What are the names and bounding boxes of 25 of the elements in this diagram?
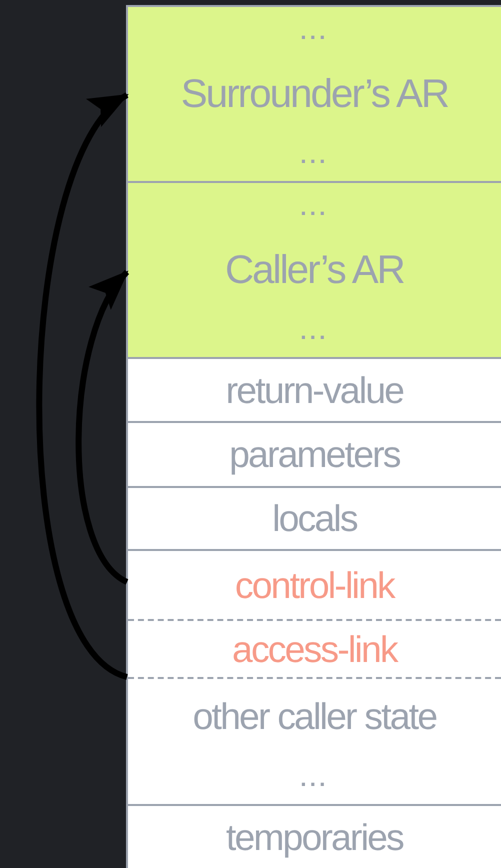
slot-label: other caller state: [192, 698, 436, 734]
ellipsis-text: ...: [300, 325, 329, 340]
stack-slot-box: [128, 488, 501, 551]
ellipsis-text: ...: [300, 149, 329, 164]
slot-label: locals: [272, 500, 357, 537]
slot-label: parameters: [229, 436, 400, 473]
slot-label: Caller’s AR: [225, 250, 404, 290]
link-label: access-link: [232, 630, 397, 668]
activation-record-box: [128, 7, 501, 183]
stack-slot-box: [128, 551, 501, 621]
slot-label: return-value: [226, 372, 404, 408]
slot-label: temporaries: [226, 819, 404, 856]
stack-slot-box: [128, 359, 501, 423]
arrow: [36, 92, 130, 680]
activation-record-box: [128, 183, 501, 359]
stack-slot-box: [128, 621, 501, 679]
ellipsis-text: ...: [300, 772, 329, 786]
ellipsis-text: ...: [300, 200, 329, 215]
link-label: control-link: [235, 566, 394, 604]
stack-slot-box: [128, 806, 501, 868]
stack-slot-box: [128, 423, 501, 488]
slot-label: Surrounder’s AR: [180, 74, 448, 114]
arrow: [76, 270, 130, 584]
stack-slot-box: [128, 679, 501, 806]
ellipsis-text: ...: [300, 24, 329, 39]
